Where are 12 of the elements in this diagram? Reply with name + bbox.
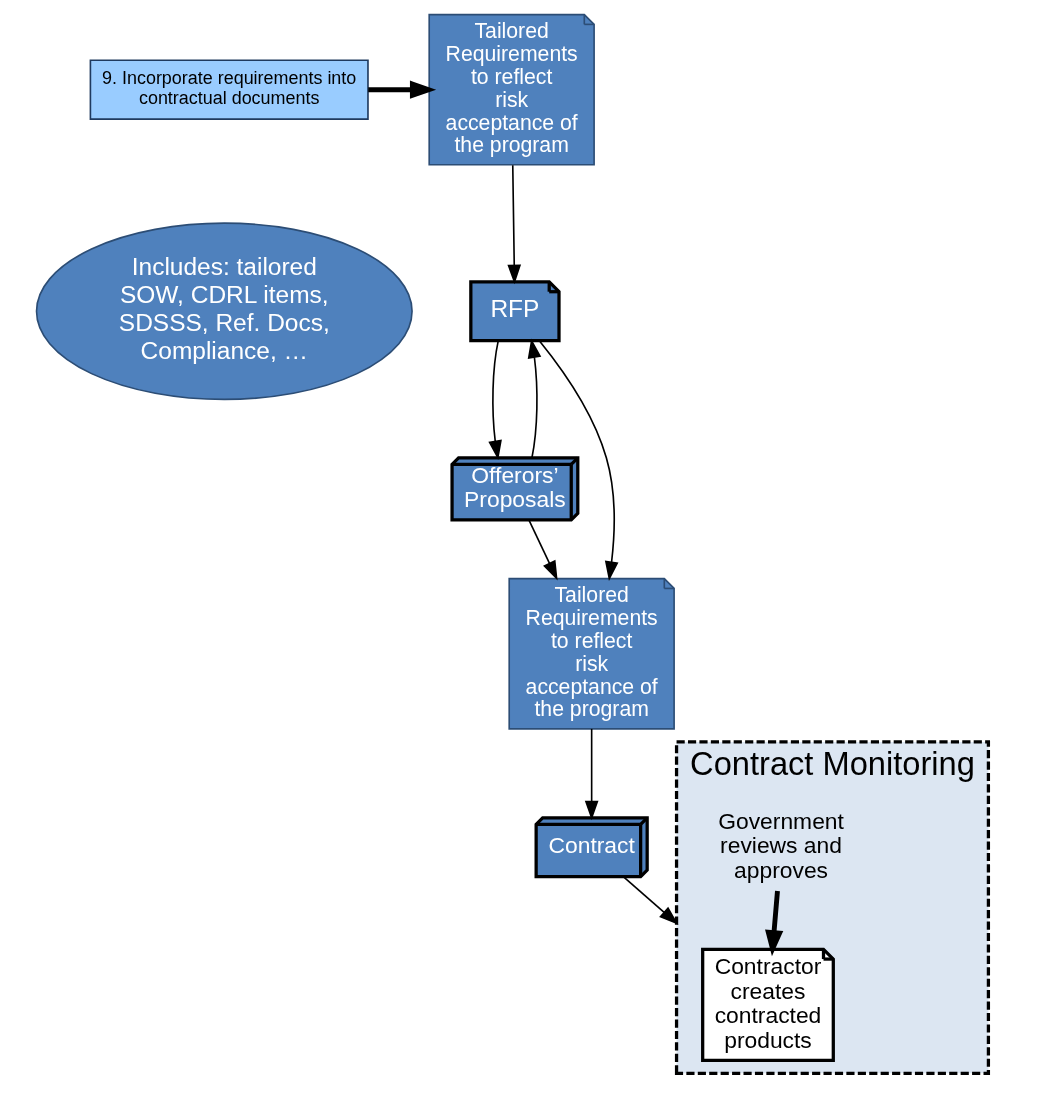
- arrow: [584, 728, 599, 821]
- node-box: 9. Incorporate requirements into contractual documents: [89, 59, 369, 120]
- arrow: [765, 890, 784, 957]
- arrow: [368, 80, 437, 99]
- arrow: [527, 338, 542, 459]
- arrow: [528, 519, 558, 581]
- node-text: Government reviews and approves: [718, 807, 844, 883]
- arrow: [507, 164, 522, 285]
- arrow: [538, 340, 619, 581]
- arrow: [622, 876, 679, 925]
- node-ellipse: Includes: tailored SOW, CDRL items, SDSSS, Ref. Docs, Compliance, …: [35, 222, 413, 401]
- arrow: [488, 340, 502, 460]
